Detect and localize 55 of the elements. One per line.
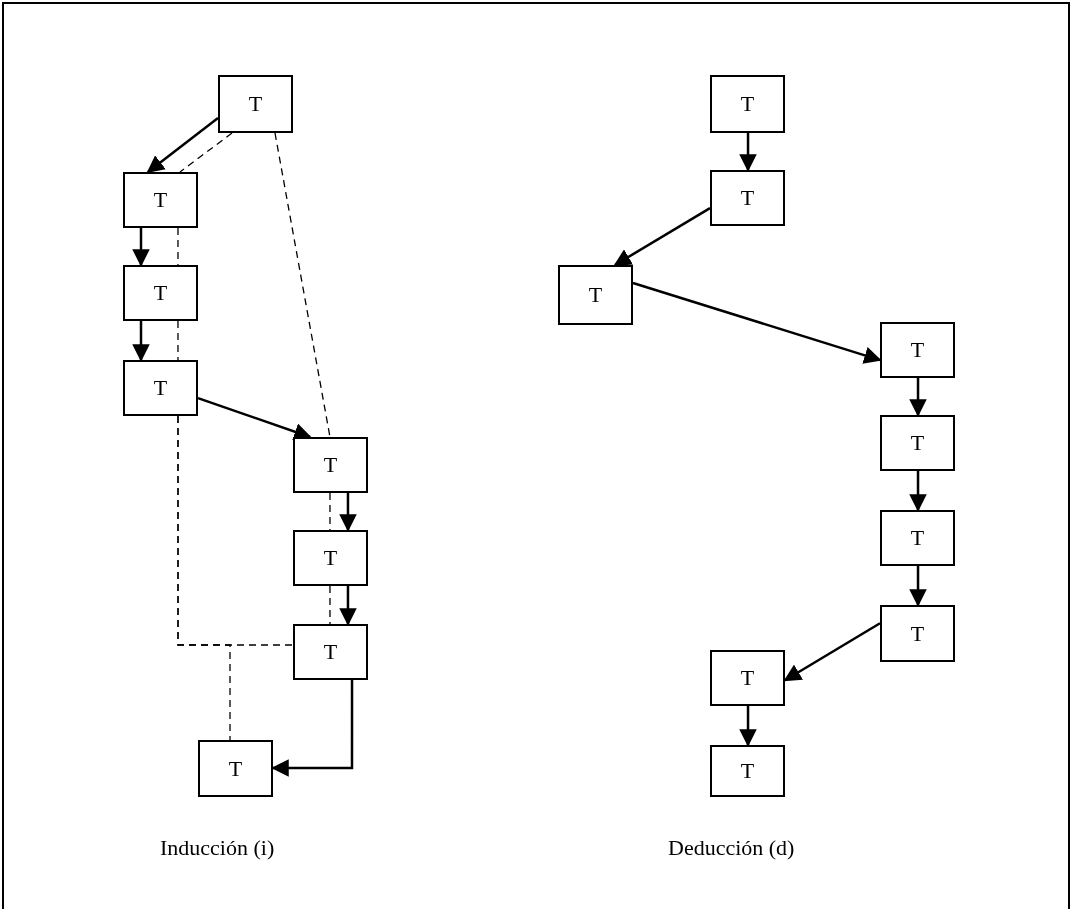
process-box — [218, 75, 293, 133]
process-box — [880, 415, 955, 471]
process-box — [123, 172, 198, 228]
box-label: T — [740, 187, 755, 209]
box-label: T — [323, 547, 338, 569]
process-box — [293, 437, 368, 493]
arrow — [146, 116, 219, 174]
process-box — [710, 745, 785, 797]
process-box — [198, 740, 273, 797]
box-label: T — [248, 93, 263, 115]
arrow — [909, 566, 927, 607]
process-box — [710, 650, 785, 706]
box-label: T — [153, 282, 168, 304]
process-box — [123, 360, 198, 416]
box-label: T — [740, 667, 755, 689]
box-label: T — [228, 757, 243, 780]
box-label: T — [910, 339, 925, 361]
process-box — [880, 605, 955, 662]
box-label: T — [910, 432, 925, 454]
diagram-caption: Deducción (d) — [668, 835, 795, 861]
arrow — [739, 706, 757, 747]
arrow — [613, 207, 711, 267]
arrow — [909, 378, 927, 417]
box-label: T — [323, 454, 338, 476]
box-label: T — [740, 93, 755, 115]
connector-line — [179, 132, 233, 173]
process-box — [710, 75, 785, 133]
process-box — [293, 530, 368, 586]
process-box — [880, 510, 955, 566]
diagram-caption: Inducción (i) — [160, 835, 275, 861]
process-box — [558, 265, 633, 325]
process-box — [710, 170, 785, 226]
box-label: T — [153, 189, 168, 211]
process-box — [123, 265, 198, 321]
box-label: T — [153, 377, 168, 399]
arrow — [132, 228, 150, 267]
connector-line — [329, 585, 331, 625]
box-label: T — [910, 622, 925, 645]
connector-line — [177, 320, 179, 361]
arrow — [339, 493, 357, 532]
connector-line — [329, 492, 331, 531]
arrow — [132, 321, 150, 362]
arrow — [339, 586, 357, 626]
box-label: T — [740, 760, 755, 782]
process-box — [880, 322, 955, 378]
process-box — [293, 624, 368, 680]
arrow — [909, 471, 927, 512]
connector-line — [177, 415, 231, 741]
connector-line — [177, 227, 179, 266]
arrow — [739, 133, 757, 172]
box-label: T — [910, 527, 925, 549]
arrow — [632, 281, 882, 364]
box-label: T — [323, 641, 338, 663]
connector-line — [274, 132, 331, 438]
box-label: T — [588, 284, 603, 306]
